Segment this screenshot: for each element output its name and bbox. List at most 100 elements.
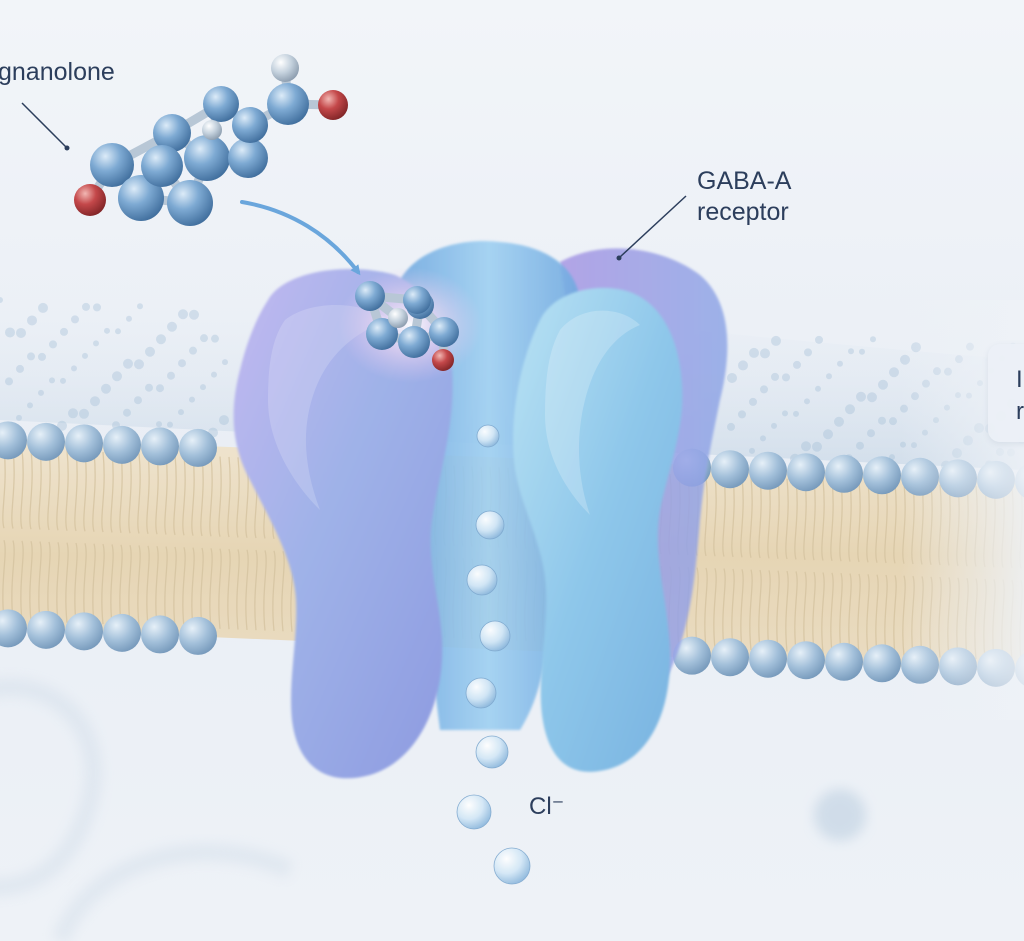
lipid-tail bbox=[749, 569, 753, 651]
receptor-leader bbox=[616, 195, 687, 261]
receptor-subunit-right-highlight bbox=[545, 310, 640, 515]
lipid-tail bbox=[245, 549, 249, 630]
binding-arrow bbox=[240, 200, 361, 276]
surface-bead bbox=[738, 360, 748, 371]
surface-bead bbox=[878, 379, 888, 390]
surface-bead bbox=[167, 421, 173, 428]
lipid-head bbox=[825, 454, 863, 493]
surface-bead bbox=[801, 441, 811, 452]
hydrogen-atom bbox=[271, 54, 299, 82]
lipid-tail bbox=[164, 454, 168, 535]
surface-bead bbox=[812, 441, 822, 452]
lipid-tail bbox=[704, 475, 708, 557]
lipid-tail bbox=[2, 448, 6, 529]
surface-bead bbox=[738, 410, 746, 419]
lipid-head bbox=[673, 636, 711, 675]
surface-bead bbox=[27, 315, 37, 326]
lipid-tail bbox=[209, 456, 213, 537]
surface-bead bbox=[771, 335, 781, 346]
surface-bead bbox=[49, 377, 55, 384]
lipid-head bbox=[749, 639, 787, 678]
lipid-tail bbox=[893, 482, 897, 564]
carbon-atom bbox=[153, 114, 191, 152]
lipid-tail bbox=[191, 455, 195, 536]
surface-bead bbox=[815, 385, 821, 392]
surface-bead bbox=[79, 408, 89, 419]
surface-bead bbox=[845, 404, 855, 415]
surface-bead bbox=[93, 303, 101, 312]
lipid-head bbox=[0, 421, 27, 460]
surface-bead bbox=[856, 441, 864, 450]
surface-bead bbox=[178, 409, 184, 416]
lipid-tail bbox=[857, 573, 861, 655]
chloride-ion bbox=[493, 847, 531, 885]
lipid-tail bbox=[200, 547, 204, 629]
lipid-tail bbox=[47, 541, 51, 623]
surface-bead bbox=[93, 340, 99, 347]
bound-neurosteroid-molecule bbox=[355, 281, 459, 371]
surface-bead bbox=[137, 303, 143, 310]
surface-bead bbox=[211, 334, 219, 343]
lipid-tail bbox=[740, 569, 744, 650]
surface-bead bbox=[867, 392, 877, 403]
lipid-head bbox=[103, 613, 141, 652]
lipid-head bbox=[27, 422, 65, 461]
lipid-tail bbox=[29, 449, 33, 530]
lipid-tail bbox=[29, 541, 33, 622]
lipid-tail bbox=[866, 574, 870, 655]
surface-bead bbox=[123, 358, 133, 369]
lipid-tail bbox=[830, 572, 834, 654]
receptor-label-line2: receptor bbox=[697, 198, 789, 226]
lipid-tail bbox=[182, 547, 186, 628]
lipid-tail bbox=[38, 541, 42, 622]
lipid-tail bbox=[884, 482, 888, 564]
surface-bead bbox=[90, 396, 100, 407]
lipid-head bbox=[711, 638, 749, 677]
lipid-tail bbox=[83, 451, 87, 532]
lipid-tail bbox=[74, 450, 78, 532]
carbon-atom bbox=[167, 180, 213, 226]
lipid-tail bbox=[65, 450, 69, 531]
side-info-card: I r bbox=[988, 344, 1024, 442]
lipid-tail bbox=[227, 456, 231, 538]
lipid-tail bbox=[758, 477, 762, 559]
surface-bead bbox=[145, 346, 155, 357]
carbon-atom bbox=[203, 86, 239, 122]
surface-bead bbox=[804, 348, 812, 357]
lipid-tail bbox=[722, 476, 726, 557]
surface-bead bbox=[71, 315, 79, 324]
surface-bead bbox=[804, 398, 810, 405]
surface-bead bbox=[57, 420, 67, 431]
surface-bead bbox=[38, 352, 46, 361]
background-swirls bbox=[0, 678, 294, 941]
lipid-tail bbox=[227, 548, 231, 630]
surface-bead bbox=[727, 422, 735, 431]
lipid-head bbox=[825, 642, 863, 681]
surface-bead bbox=[156, 334, 166, 345]
surface-bead bbox=[5, 327, 15, 338]
carbon-atom bbox=[429, 317, 459, 347]
lipid-tail bbox=[20, 448, 24, 530]
lipid-tail bbox=[173, 454, 177, 536]
lipid-tail bbox=[218, 456, 222, 537]
surface-bead bbox=[793, 360, 801, 369]
surface-bead bbox=[49, 340, 57, 349]
lipid-tail bbox=[812, 479, 816, 561]
lipid-head bbox=[179, 428, 217, 467]
surface-bead bbox=[16, 327, 26, 338]
chloride-ion bbox=[466, 564, 498, 596]
hydrogen-atom bbox=[202, 120, 222, 140]
surface-bead bbox=[867, 429, 875, 438]
lipid-tail bbox=[731, 476, 735, 558]
lipid-head bbox=[27, 610, 65, 649]
surface-bead bbox=[760, 435, 766, 442]
lipid-tail bbox=[119, 452, 123, 533]
lipid-tail bbox=[758, 569, 762, 651]
lipid-tail bbox=[128, 453, 132, 534]
surface-bead bbox=[889, 417, 897, 426]
lipid-tail bbox=[191, 547, 195, 628]
carbon-atom bbox=[184, 135, 230, 181]
oxygen-atom bbox=[318, 90, 348, 120]
lipid-tail bbox=[146, 453, 150, 535]
lipid-tail bbox=[785, 478, 789, 560]
